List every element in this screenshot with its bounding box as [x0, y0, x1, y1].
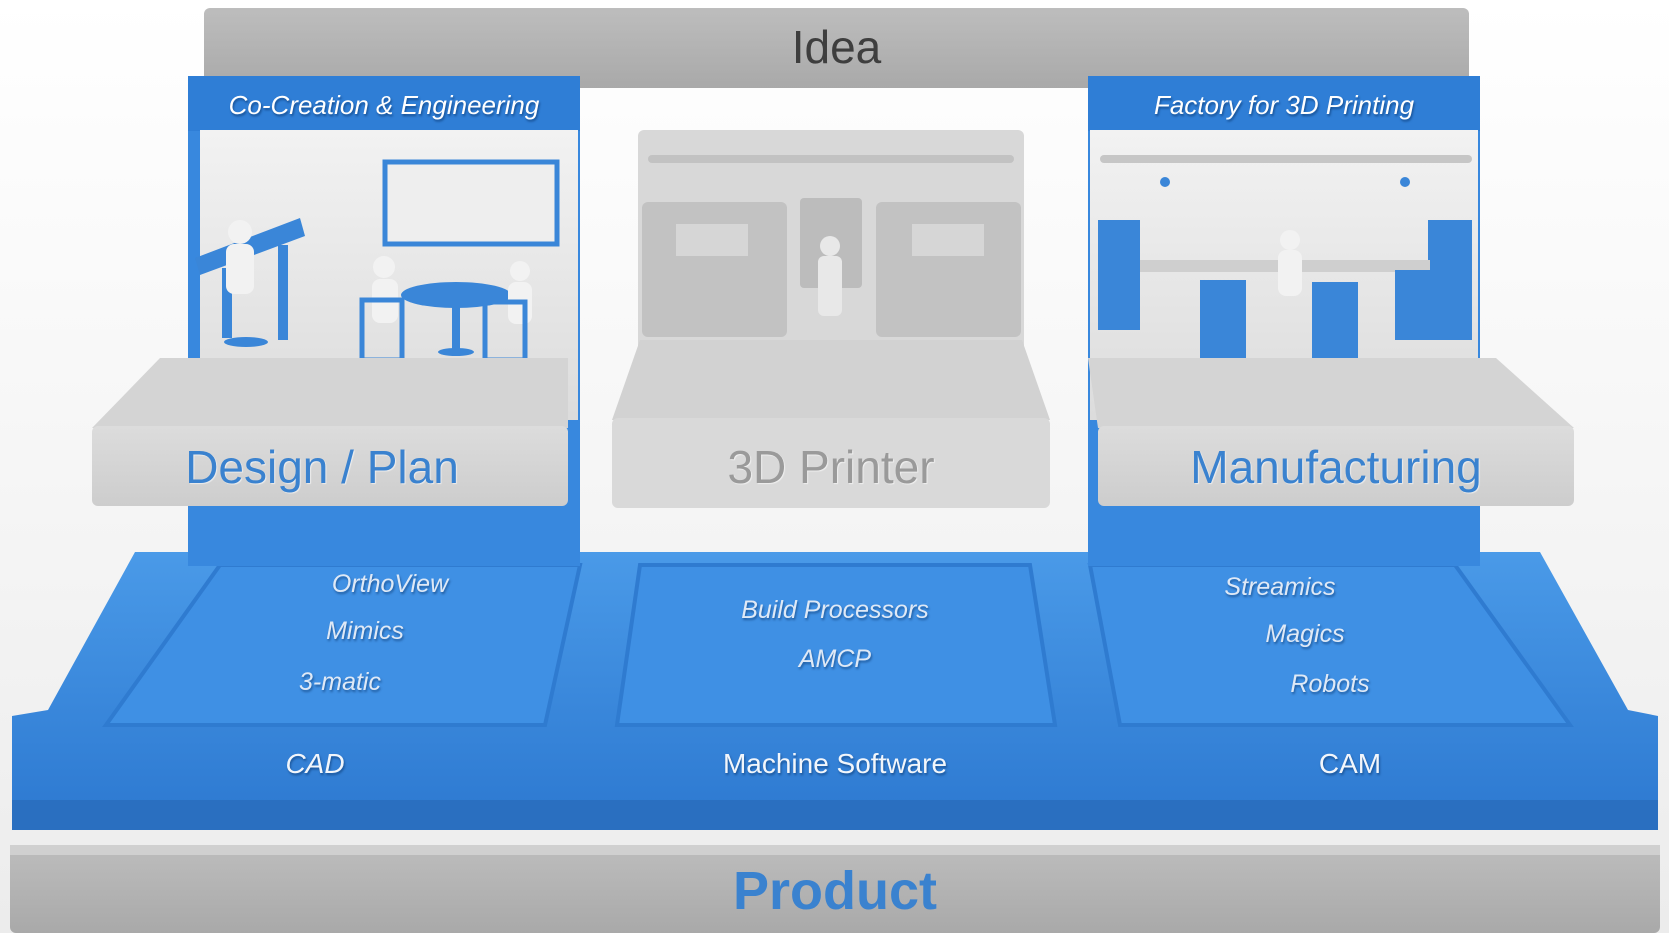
- manufacturing-band-label: Factory for 3D Printing: [1153, 90, 1415, 120]
- manufacturing-station: [1088, 76, 1574, 566]
- idea-label: Idea: [791, 21, 882, 73]
- software-streamics: Streamics: [1224, 573, 1336, 601]
- software-amcp: AMCP: [798, 645, 872, 673]
- software-build-processors: Build Processors: [741, 596, 929, 624]
- stage-3d-printer: 3D Printer: [727, 441, 935, 493]
- idea-bar: [204, 8, 1469, 88]
- software-robots: Robots: [1290, 670, 1370, 698]
- category-machine-software: Machine Software: [722, 748, 948, 779]
- design-station: [92, 76, 580, 566]
- stage-manufacturing: Manufacturing: [1190, 441, 1482, 493]
- product-bar: [10, 845, 1660, 933]
- category-cad: CAD: [285, 748, 345, 779]
- category-cam: CAM: [1318, 748, 1382, 779]
- software-3-matic: 3-matic: [299, 668, 381, 696]
- printer-station: [612, 130, 1050, 508]
- software-mimics: Mimics: [326, 617, 404, 645]
- software-orthoview: OrthoView: [331, 570, 449, 598]
- product-label: Product: [732, 861, 937, 921]
- design-band-label: Co-Creation & Engineering: [228, 90, 540, 120]
- stage-design-plan: Design / Plan: [185, 441, 459, 493]
- blue-base-platform: [12, 552, 1658, 830]
- software-magics: Magics: [1265, 620, 1345, 648]
